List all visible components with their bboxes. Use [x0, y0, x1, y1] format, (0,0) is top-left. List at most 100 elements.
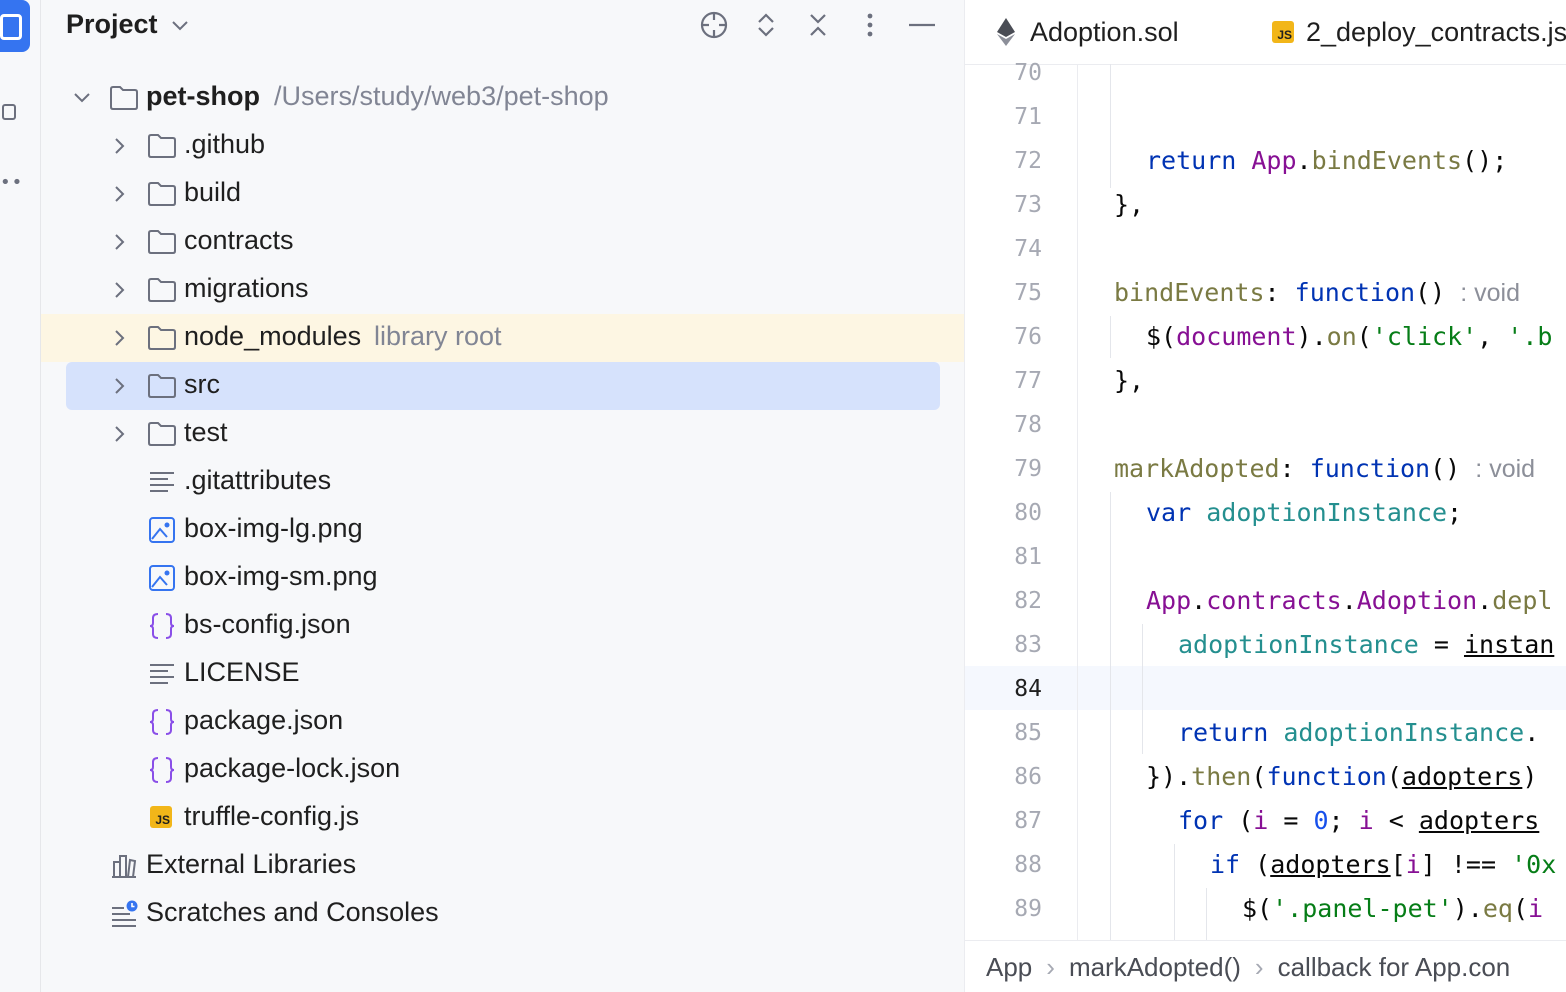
chevron-right-icon[interactable]: [109, 328, 129, 348]
tree-folder-migrations[interactable]: migrations: [41, 266, 964, 314]
tab-deploy-contracts[interactable]: JS 2_deploy_contracts.js: [1272, 0, 1566, 64]
tree-file-box-img-sm[interactable]: box-img-sm.png: [41, 554, 964, 602]
chevron-right-icon[interactable]: [109, 184, 129, 204]
code-token: bindEvents: [1114, 278, 1265, 307]
file-label: LICENSE: [184, 657, 300, 687]
tree-folder-src[interactable]: src: [41, 362, 964, 410]
tree-scratches[interactable]: Scratches and Consoles: [41, 890, 964, 938]
breadcrumb-item[interactable]: callback for App.con: [1277, 951, 1511, 982]
breadcrumb-item[interactable]: App: [986, 951, 1033, 982]
current-line-highlight: [965, 666, 1566, 710]
line-number: 74: [1014, 236, 1042, 262]
tree-folder-github[interactable]: .github: [41, 122, 964, 170]
line-number-gutter: 70 71 72 73 74 75 76 77 78 79 80 81 82 8…: [965, 60, 1077, 940]
code-token: '.b: [1507, 322, 1553, 351]
code-token: ,: [1477, 322, 1508, 351]
chevron-right-icon[interactable]: [109, 136, 129, 156]
collapse-all-icon[interactable]: [801, 8, 835, 42]
code-token: instan: [1463, 630, 1555, 659]
code-token: (): [1415, 278, 1446, 307]
tree-file-license[interactable]: LICENSE: [41, 650, 964, 698]
js-file-icon: JS: [1272, 21, 1294, 43]
file-label: bs-config.json: [184, 609, 351, 639]
line-number: 80: [1014, 500, 1042, 526]
code-token: (: [1386, 762, 1402, 791]
options-menu-icon[interactable]: [853, 8, 887, 42]
code-token: ).: [1452, 894, 1483, 923]
folder-label: src: [184, 369, 220, 399]
tree-root-pet-shop[interactable]: pet-shop /Users/study/web3/pet-shop: [41, 74, 964, 122]
folder-icon: [148, 374, 176, 398]
line-number: 81: [1014, 544, 1042, 570]
chevron-right-icon[interactable]: [109, 280, 129, 300]
code-token: (: [1512, 894, 1529, 923]
chevron-down-icon[interactable]: [169, 14, 191, 36]
tree-file-bs-config[interactable]: bs-config.json: [41, 602, 964, 650]
line-number: 75: [1014, 280, 1042, 306]
root-path: /Users/study/web3/pet-shop: [274, 81, 609, 111]
code-token: :: [1264, 278, 1280, 307]
tree-folder-test[interactable]: test: [41, 410, 964, 458]
locate-file-icon[interactable]: [697, 8, 731, 42]
code-line-85: return adoptionInstance.: [1178, 718, 1539, 747]
line-number: 71: [1014, 104, 1042, 130]
tree-file-box-img-lg[interactable]: box-img-lg.png: [41, 506, 964, 554]
code-token: ;: [1447, 498, 1463, 527]
tree-folder-build[interactable]: build: [41, 170, 964, 218]
tree-file-gitattributes[interactable]: .gitattributes: [41, 458, 964, 506]
chevron-right-icon[interactable]: [109, 376, 129, 396]
line-number: 77: [1014, 368, 1042, 394]
editor-tab-bar: Adoption.sol JS 2_deploy_contracts.js: [965, 0, 1566, 65]
hide-panel-icon[interactable]: [905, 8, 939, 42]
code-token: for: [1178, 806, 1224, 835]
expand-all-icon[interactable]: [749, 8, 783, 42]
code-token: !==: [1435, 850, 1512, 879]
code-token: ): [1522, 762, 1538, 791]
tree-external-libraries[interactable]: External Libraries: [41, 842, 964, 890]
code-token: ();: [1462, 146, 1508, 175]
structure-tool-icon[interactable]: [2, 104, 16, 120]
folder-icon: [110, 86, 138, 110]
panel-title[interactable]: Project: [66, 9, 158, 39]
text-file-icon: [150, 472, 174, 492]
tree-folder-contracts[interactable]: contracts: [41, 218, 964, 266]
breadcrumb-item[interactable]: markAdopted(): [1068, 951, 1241, 982]
code-token: adoptionInstance: [1178, 630, 1419, 659]
selection-highlight: [66, 362, 940, 410]
code-token: .: [1477, 586, 1493, 615]
code-token: (: [1251, 762, 1267, 791]
code-line-82: App.contracts.Adoption.depl: [1146, 586, 1552, 615]
code-token: <: [1373, 806, 1419, 835]
code-token: =: [1418, 630, 1464, 659]
code-editor[interactable]: Adoption.sol JS 2_deploy_contracts.js 70…: [965, 0, 1566, 992]
code-token: adopters: [1270, 850, 1391, 879]
tab-adoption-sol[interactable]: Adoption.sol: [995, 0, 1179, 64]
code-token: $(: [1242, 894, 1273, 923]
line-number: 76: [1014, 324, 1042, 350]
tab-label: 2_deploy_contracts.js: [1306, 16, 1566, 47]
scratches-label: Scratches and Consoles: [146, 897, 439, 927]
code-token: .: [1341, 586, 1357, 615]
chevron-right-icon[interactable]: [109, 424, 129, 444]
tree-file-truffle-config[interactable]: JS truffle-config.js: [41, 794, 964, 842]
code-token: App: [1146, 586, 1192, 615]
chevron-down-icon[interactable]: [72, 88, 92, 108]
more-tools-icon[interactable]: ••: [0, 172, 24, 193]
chevron-right-icon[interactable]: [109, 232, 129, 252]
code-token: i: [1358, 806, 1374, 835]
tree-folder-node-modules[interactable]: node_modules library root: [41, 314, 964, 362]
code-line-80: var adoptionInstance;: [1146, 498, 1462, 527]
file-label: package-lock.json: [184, 753, 401, 783]
code-token: ]: [1420, 850, 1436, 879]
ethereum-icon: [997, 18, 1015, 46]
tree-file-package-json[interactable]: package.json: [41, 698, 964, 746]
code-token: adopters: [1401, 762, 1523, 791]
tree-file-package-lock[interactable]: package-lock.json: [41, 746, 964, 794]
code-token: then: [1191, 762, 1252, 791]
code-token: adoptionInstance: [1283, 718, 1525, 747]
gutter-divider: [1077, 64, 1078, 940]
project-tool-button[interactable]: [0, 0, 30, 52]
line-number: 89: [1014, 896, 1042, 922]
editor-breadcrumbs: App › markAdopted() › callback for App.c…: [965, 940, 1566, 992]
json-file-icon: [149, 757, 175, 783]
